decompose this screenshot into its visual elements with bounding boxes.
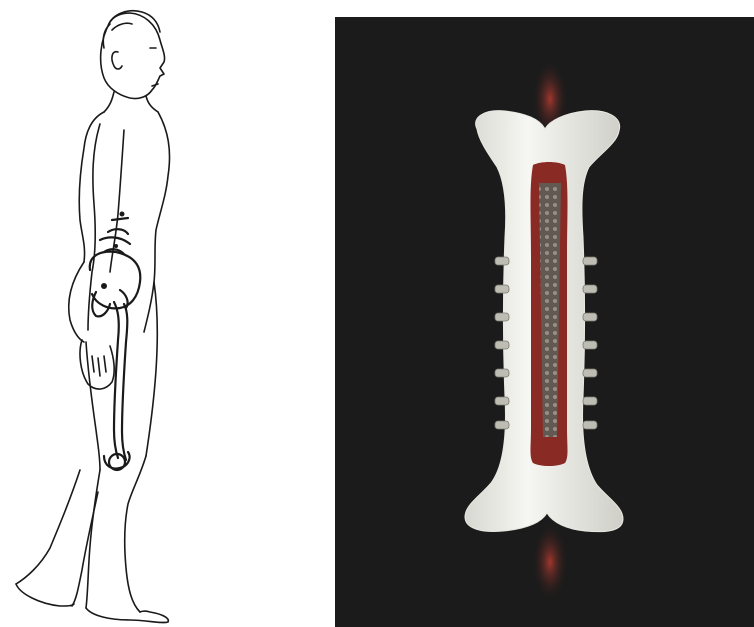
bottom-glow	[532, 522, 568, 602]
bone-implant-svg	[335, 17, 754, 627]
bone-implant-render	[335, 17, 754, 627]
standing-man-svg	[0, 0, 330, 627]
standing-man-illustration	[0, 0, 330, 627]
